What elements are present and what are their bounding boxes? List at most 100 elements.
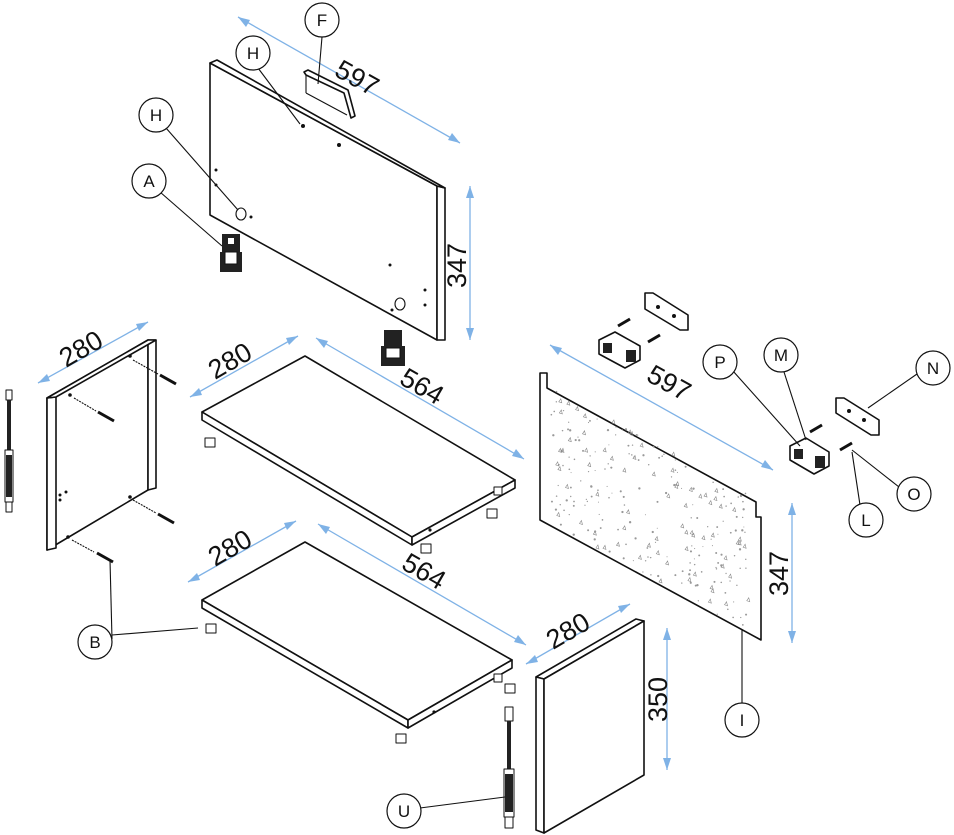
speckle [738,548,742,551]
speckle [590,495,593,498]
speckle [651,471,656,477]
speckle [556,511,561,517]
speckle [656,527,658,529]
speckle [608,444,610,446]
dim-upper-shelf-width-label: 564 [395,362,449,411]
speckle [694,584,697,587]
speckle [724,591,727,594]
speckle [670,476,673,478]
speckle [698,493,703,499]
speckle [655,550,660,556]
speckle [647,556,649,558]
speckle [574,438,577,442]
speckle [550,500,553,503]
speckle [741,624,744,626]
speckle [565,499,568,502]
speckle [615,434,617,436]
speckle [611,492,613,494]
speckle [627,444,630,447]
speckle [597,501,599,503]
speckle [558,409,563,415]
speckle [720,581,723,584]
speckle [596,418,598,420]
speckle [593,530,597,533]
speckle [657,574,660,578]
speckle [606,428,610,432]
speckle [563,509,565,512]
speckle [696,583,699,587]
label-n: N [927,359,939,378]
speckle [555,461,560,467]
speckle [587,470,590,473]
speckle [723,495,725,498]
speckle [604,468,606,470]
speckle [580,480,582,482]
speckle [707,598,712,604]
speckle [598,513,600,516]
speckle [635,433,638,436]
gas-strut-u [503,706,515,829]
speckle [651,530,654,534]
speckle [689,581,692,584]
speckle [722,488,725,491]
speckle [553,410,556,413]
speckle [715,551,718,554]
speckle [621,510,624,514]
speckle [572,504,575,507]
speckle [550,413,553,416]
speckle [595,491,600,497]
speckle [584,504,586,506]
speckle [713,495,718,502]
speckle [688,486,693,492]
speckle [631,454,633,456]
speckle [560,447,565,453]
speckle [624,428,628,431]
speckle [639,442,644,448]
speckle [729,531,732,534]
speckle [746,596,751,603]
label-m: M [774,346,788,365]
speckle [676,471,679,473]
speckle [602,447,607,453]
speckle [684,529,689,535]
speckle [694,548,696,550]
dim-back-panel-height: 347 [764,503,796,643]
speckle [642,571,644,573]
speckle [646,547,649,549]
label-i: I [740,711,745,730]
dim-lower-shelf-depth-label: 280 [203,524,257,573]
speckle [568,421,570,423]
speckle [567,428,570,431]
speckle [742,500,744,503]
speckle [569,429,572,432]
speckle [564,483,569,489]
speckle [647,464,650,466]
speckle [724,601,728,607]
speckle [646,542,651,548]
speckle [674,574,677,577]
speckle [572,533,575,536]
speckle [696,516,699,519]
speckle [688,573,691,576]
speckle [710,532,715,538]
speckle [589,455,591,457]
speckle [727,608,729,611]
speckle [555,401,558,403]
dim-back-panel-height-label: 347 [764,551,794,596]
speckle [622,557,625,560]
speckle [621,429,623,431]
label-h-top: H [247,44,259,63]
top-panel [209,59,446,341]
speckle [587,461,592,468]
dim-top-height-label: 347 [442,243,472,288]
speckle [602,544,607,550]
door-panel [535,618,645,834]
left-side-panel [46,339,177,564]
speckle [599,527,602,529]
speckle [739,494,743,498]
speckle [736,584,738,587]
speckle [683,502,688,508]
back-panel [539,372,762,641]
speckle [684,465,687,468]
speckle [743,526,745,528]
